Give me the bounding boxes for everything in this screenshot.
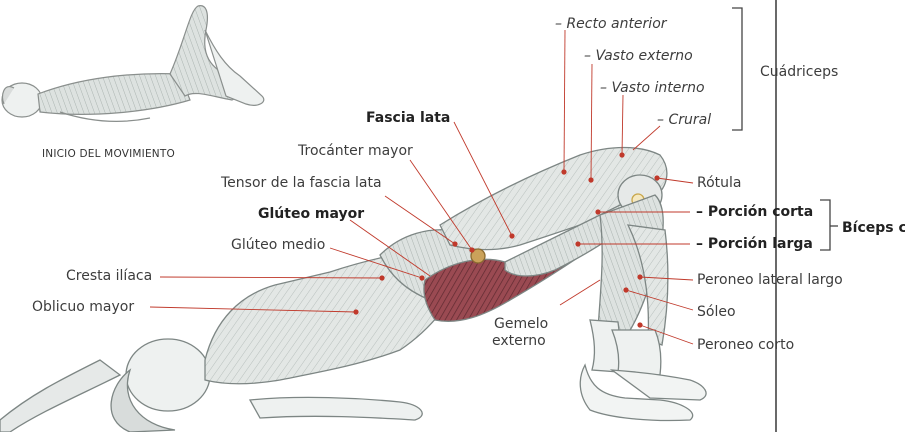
label-gluteo-medio: Glúteo medio (231, 237, 326, 253)
leader-lines (149, 29, 694, 345)
label-porcion-larga: – Porción larga (696, 236, 813, 252)
label-tensor-fascia-lata: Tensor de la fascia lata (221, 175, 382, 191)
main-figure (0, 146, 707, 432)
label-trocanter-mayor: Trocánter mayor (298, 143, 413, 159)
label-fascia-lata: Fascia lata (366, 110, 451, 126)
label-externo: externo (492, 333, 546, 349)
label-vasto-externo: – Vasto externo (584, 48, 693, 64)
label-vasto-interno: – Vasto interno (600, 80, 705, 96)
label-gemelo: Gemelo (494, 316, 549, 332)
group-cuadriceps: Cuádriceps (760, 64, 839, 80)
label-soleo: Sóleo (697, 304, 736, 320)
label-rotula: Rótula (697, 175, 742, 191)
label-gluteo-mayor: Glúteo mayor (258, 206, 365, 222)
label-oblicuo-mayor: Oblicuo mayor (32, 299, 135, 315)
group-biceps: Bíceps cr (842, 220, 905, 236)
leader-dots (353, 152, 660, 328)
label-peroneo-lateral-largo: Peroneo lateral largo (697, 272, 843, 288)
label-porcion-corta: – Porción corta (696, 204, 814, 220)
label-crural: – Crural (657, 112, 712, 128)
start-movement-caption: INICIO DEL MOVIMIENTO (42, 148, 175, 160)
label-recto-anterior: – Recto anterior (555, 16, 667, 32)
label-peroneo-corto: Peroneo corto (697, 337, 795, 353)
label-cresta-iliaca: Cresta ilíaca (66, 268, 153, 284)
start-position-figure (1, 5, 265, 122)
brackets (732, 0, 838, 432)
